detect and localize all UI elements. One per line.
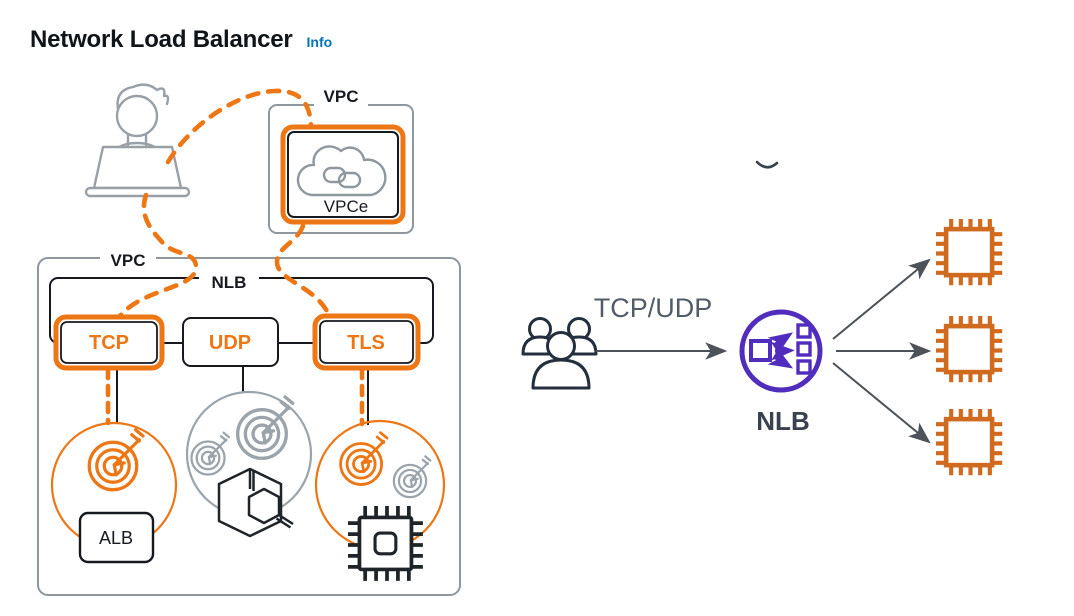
alb-label: ALB (99, 528, 133, 548)
arc-fragment (755, 160, 779, 169)
dashed-flow-user-to-vpce (165, 88, 314, 165)
dashed-traffic-flows (105, 88, 365, 427)
top-vpc-box: VPC (268, 87, 414, 234)
listener-udp-label: UDP (209, 332, 251, 354)
nlb-group-label: NLB (212, 273, 247, 292)
bullseye-target-icon (339, 431, 389, 486)
listener-tcp-box: TCP (53, 314, 165, 371)
vpce-box: VPCe (280, 124, 406, 225)
nlb-group-label-bg (199, 272, 259, 290)
listener-tls-box: TLS (312, 313, 421, 371)
protocol-label: TCP/UDP (594, 293, 713, 323)
dashed-flow-vpce-to-tls (274, 223, 332, 318)
vpc-endpoint-cloud-link-icon (296, 145, 387, 197)
chip-icon (936, 316, 1002, 382)
bullseye-target-icon (190, 431, 231, 476)
vpc-top-label-bg (314, 90, 368, 106)
main-vpc-box: VPC (37, 250, 461, 596)
vpc-top-label: VPC (324, 87, 359, 106)
vpc-main-label: VPC (111, 251, 146, 270)
chip-icon (936, 219, 1002, 285)
vpc-main-label-bg (100, 250, 156, 266)
network-load-balancer-icon (739, 309, 823, 393)
hexagon-container-icon (217, 467, 294, 538)
chip-icon (936, 409, 1002, 475)
page-title: Network Load Balancer (30, 26, 293, 53)
alb-box: ALB (78, 511, 155, 564)
users-icon (521, 317, 598, 390)
listener-udp-box: UDP (182, 317, 279, 367)
arrows-nlb-to-targets (832, 258, 932, 444)
bullseye-target-icon (87, 428, 145, 492)
bullseye-target-icon (235, 395, 295, 461)
info-link[interactable]: Info (306, 34, 333, 50)
vpce-label: VPCe (324, 197, 368, 216)
person-at-laptop-icon (84, 83, 191, 198)
page-header: Network Load Balancer Info (30, 26, 332, 54)
cpu-chip-icon (346, 504, 425, 583)
listener-tcp-label: TCP (89, 332, 129, 354)
bullseye-target-icon (392, 455, 432, 499)
nlb-label: NLB (756, 406, 809, 436)
dashed-flow-user-to-tcp (117, 192, 199, 319)
listener-tls-label: TLS (347, 332, 385, 354)
listener-connectors (116, 367, 369, 425)
